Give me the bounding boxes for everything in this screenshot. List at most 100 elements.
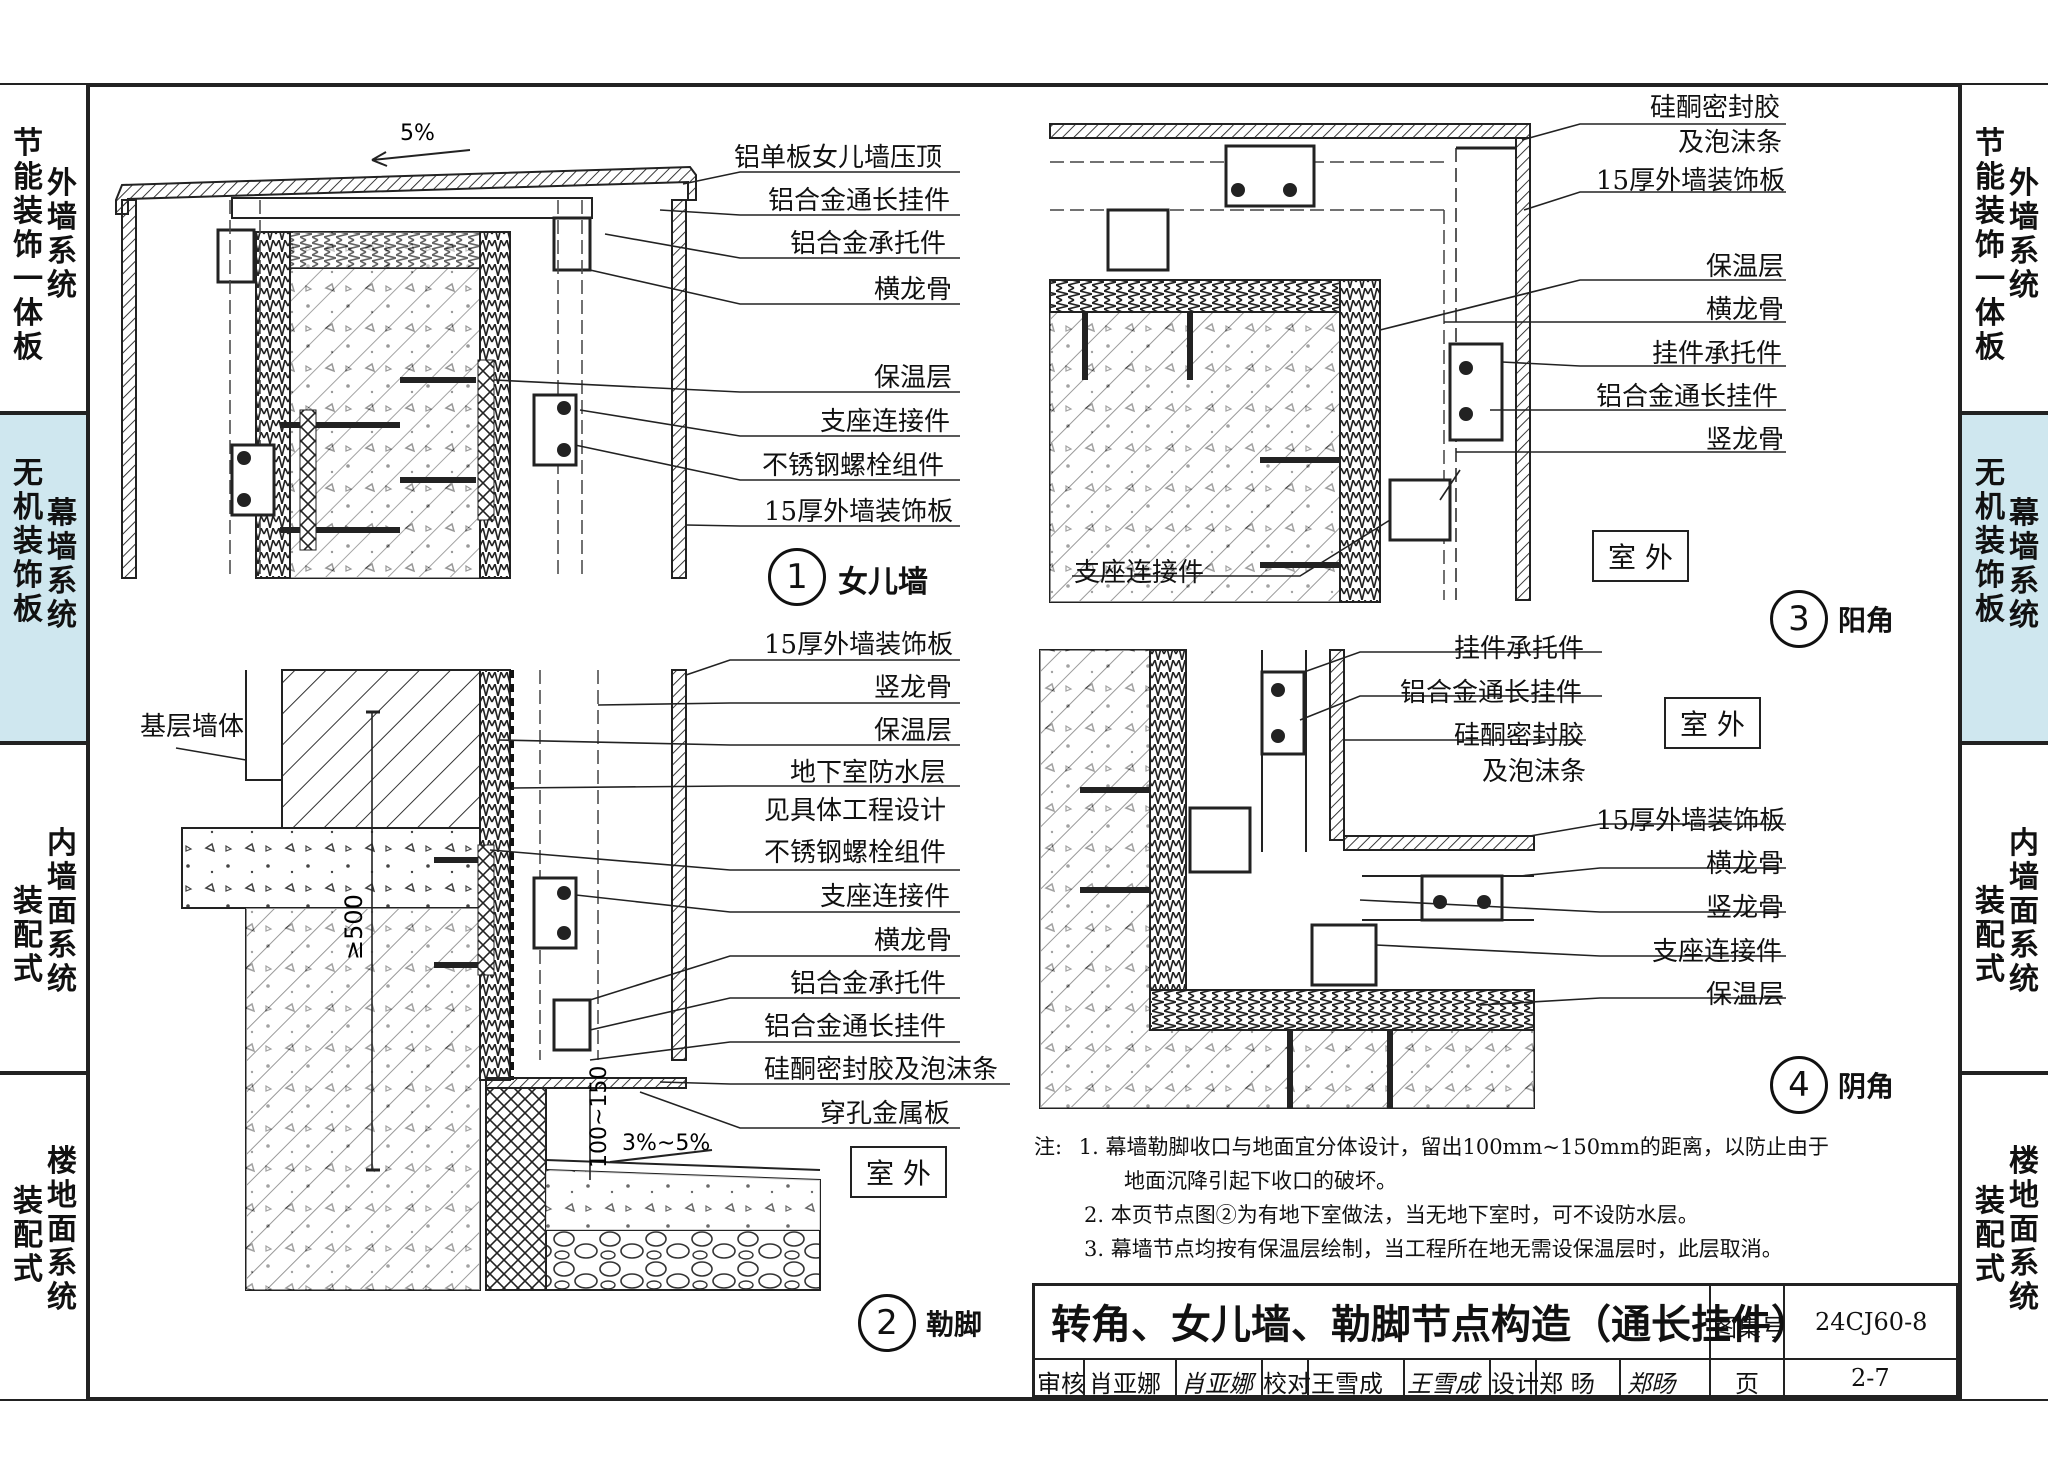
side-tab-text: 装配式 bbox=[1975, 1184, 2005, 1287]
side-tab-left-3: 装配式 楼地面系统 bbox=[0, 1073, 86, 1401]
side-tab-text: 节能装饰一体板 bbox=[1975, 126, 2005, 365]
side-tab-left-0: 节能装饰一体板 外墙系统 bbox=[0, 83, 86, 413]
detail-3-title: 阳角 bbox=[1838, 604, 1895, 637]
title-block: 转角、女儿墙、勒脚节点构造（通长挂件） 图集号 24CJ60-8 页 2-7 审… bbox=[1032, 1283, 1959, 1398]
d3-label: 横龙骨 bbox=[1706, 295, 1785, 325]
side-tab-text: 内墙面系统 bbox=[47, 826, 77, 997]
review-signature: 肖亚娜 bbox=[1181, 1370, 1253, 1398]
d1-label: 铝合金承托件 bbox=[790, 229, 947, 259]
d3-label: 铝合金通长挂件 bbox=[1596, 382, 1779, 412]
slope-text: 5% bbox=[400, 121, 435, 146]
review-name: 肖亚娜 bbox=[1089, 1370, 1161, 1398]
side-tab-text: 内墙面系统 bbox=[2009, 826, 2039, 997]
d4-label: 挂件承托件 bbox=[1454, 634, 1585, 664]
sheet-title: 转角、女儿墙、勒脚节点构造（通长挂件） bbox=[1051, 1302, 1811, 1348]
side-tab-text: 节能装饰一体板 bbox=[13, 126, 43, 365]
side-tab-text: 装配式 bbox=[13, 884, 43, 987]
side-tab-text: 外墙系统 bbox=[47, 166, 77, 303]
d4-label: 铝合金通长挂件 bbox=[1400, 678, 1583, 708]
review-label: 审核 bbox=[1037, 1370, 1085, 1398]
d1-label: 铝单板女儿墙压顶 bbox=[734, 143, 943, 173]
d3-label: 硅酮密封胶 bbox=[1650, 93, 1781, 123]
design-label: 设计 bbox=[1491, 1370, 1539, 1398]
d2-label: 铝合金承托件 bbox=[790, 969, 947, 999]
side-tab-text: 无机装饰板 bbox=[1975, 456, 2005, 627]
detail-1-number: 1 bbox=[768, 548, 826, 606]
d4-label: 竖龙骨 bbox=[1706, 893, 1785, 923]
side-tab-right-3: 装配式 楼地面系统 bbox=[1962, 1073, 2048, 1401]
atlas-label: 图集号 bbox=[1713, 1314, 1785, 1342]
check-name: 王雪成 bbox=[1311, 1370, 1383, 1398]
dim-gap: 100~150 bbox=[587, 1066, 612, 1168]
d1-label: 铝合金通长挂件 bbox=[768, 186, 951, 216]
d3-label: 挂件承托件 bbox=[1652, 339, 1783, 369]
side-tab-text: 无机装饰板 bbox=[13, 456, 43, 627]
d4-outside-tag: 室 外 bbox=[1664, 697, 1761, 749]
d1-label: 保温层 bbox=[874, 363, 953, 393]
detail-2-number: 2 bbox=[858, 1294, 916, 1352]
d4-label: 及泡沫条 bbox=[1482, 757, 1587, 787]
detail-3-external-corner bbox=[1049, 123, 1786, 603]
d2-left-label: 基层墙体 bbox=[140, 712, 245, 742]
d3-label: 及泡沫条 bbox=[1678, 128, 1783, 158]
side-tab-left-2: 装配式 内墙面系统 bbox=[0, 743, 86, 1073]
drawing-frame bbox=[86, 83, 1962, 1401]
d2-label: 横龙骨 bbox=[874, 926, 953, 956]
detail-2-title: 勒脚 bbox=[926, 1308, 983, 1341]
design-signature: 郑旸 bbox=[1627, 1370, 1675, 1398]
detail-4-number: 4 bbox=[1770, 1056, 1828, 1114]
d4-label: 支座连接件 bbox=[1652, 937, 1783, 967]
d1-label: 不锈钢螺栓组件 bbox=[762, 451, 945, 481]
side-tab-text: 装配式 bbox=[1975, 884, 2005, 987]
d2-outside-tag: 室 外 bbox=[850, 1146, 947, 1198]
d3-label: 保温层 bbox=[1706, 252, 1785, 282]
note-line: 注: 1. 幕墙勒脚收口与地面宜分体设计，留出100mm~150mm的距离，以防… bbox=[1034, 1130, 1914, 1164]
detail-4-title: 阴角 bbox=[1838, 1070, 1895, 1103]
atlas-number: 24CJ60-8 bbox=[1815, 1308, 1928, 1336]
notes-block: 注: 1. 幕墙勒脚收口与地面宜分体设计，留出100mm~150mm的距离，以防… bbox=[1034, 1130, 1914, 1266]
d1-label: 支座连接件 bbox=[820, 407, 951, 437]
d1-label: 15厚外墙装饰板 bbox=[764, 497, 954, 527]
detail-3-number: 3 bbox=[1770, 590, 1828, 648]
detail-1-parapet: 5% bbox=[115, 121, 960, 579]
page-label: 页 bbox=[1735, 1370, 1759, 1398]
side-tab-text: 幕墙系统 bbox=[2009, 496, 2039, 633]
d4-label: 保温层 bbox=[1706, 980, 1785, 1010]
check-label: 校对 bbox=[1263, 1370, 1311, 1398]
d2-label: 支座连接件 bbox=[820, 882, 951, 912]
side-tab-right-2: 装配式 内墙面系统 bbox=[1962, 743, 2048, 1073]
side-tab-right-1: 无机装饰板 幕墙系统 bbox=[1962, 413, 2048, 743]
d2-label: 硅酮密封胶及泡沫条 bbox=[764, 1055, 999, 1085]
side-tab-text: 楼地面系统 bbox=[47, 1144, 77, 1315]
note-1: 1. 幕墙勒脚收口与地面宜分体设计，留出100mm~150mm的距离，以防止由于 bbox=[1078, 1135, 1829, 1159]
side-tab-right-0: 节能装饰一体板 外墙系统 bbox=[1962, 83, 2048, 413]
design-name: 郑 旸 bbox=[1539, 1370, 1595, 1398]
d2-label: 不锈钢螺栓组件 bbox=[764, 838, 947, 868]
note-2: 2. 本页节点图②为有地下室做法，当无地下室时，可不设防水层。 bbox=[1084, 1203, 1699, 1227]
d3-left-label: 支座连接件 bbox=[1074, 558, 1205, 588]
side-tab-text: 楼地面系统 bbox=[2009, 1144, 2039, 1315]
d4-label: 15厚外墙装饰板 bbox=[1596, 806, 1786, 836]
d2-label: 竖龙骨 bbox=[874, 673, 953, 703]
d4-label: 横龙骨 bbox=[1706, 849, 1785, 879]
side-tab-text: 幕墙系统 bbox=[47, 496, 77, 633]
d2-label: 铝合金通长挂件 bbox=[764, 1012, 947, 1042]
d1-label: 横龙骨 bbox=[874, 275, 953, 305]
d4-label: 硅酮密封胶 bbox=[1454, 721, 1585, 751]
d2-label: 保温层 bbox=[874, 716, 953, 746]
dim-500: ≥500 bbox=[340, 894, 368, 960]
note-3: 3. 幕墙节点均按有保温层绘制，当工程所在地无需设保温层时，此层取消。 bbox=[1084, 1237, 1783, 1261]
note-prefix: 注: bbox=[1034, 1135, 1063, 1159]
side-tab-text: 外墙系统 bbox=[2009, 166, 2039, 303]
check-signature: 王雪成 bbox=[1407, 1370, 1479, 1398]
d3-outside-tag: 室 外 bbox=[1592, 530, 1689, 582]
detail-2-plinth: ≥500 100~150 3%~5% bbox=[175, 659, 1010, 1291]
page-number: 2-7 bbox=[1851, 1364, 1890, 1392]
d2-label: 15厚外墙装饰板 bbox=[764, 630, 954, 660]
d2-label: 见具体工程设计 bbox=[764, 796, 947, 826]
detail-1-title: 女儿墙 bbox=[838, 565, 928, 600]
d2-label: 穿孔金属板 bbox=[820, 1099, 951, 1129]
d3-label: 15厚外墙装饰板 bbox=[1596, 166, 1786, 196]
d2-label: 地下室防水层 bbox=[790, 758, 947, 788]
